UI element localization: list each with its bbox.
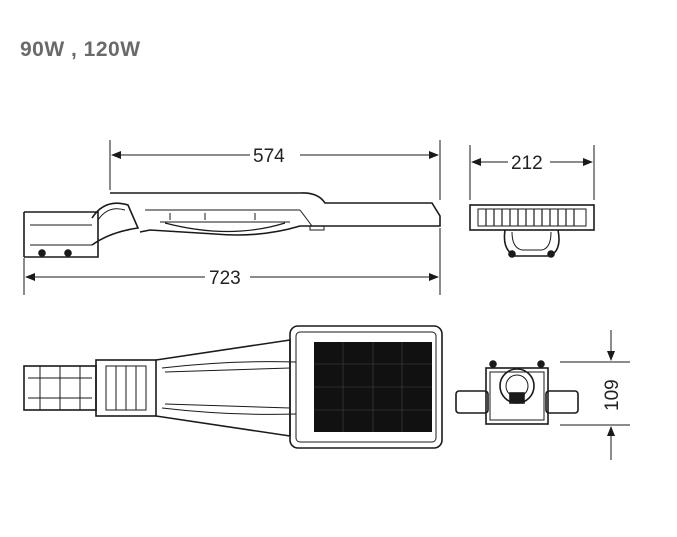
- dimension-label-109: 109: [602, 379, 623, 411]
- side-view: [23, 192, 441, 258]
- dimension-574: [109, 140, 441, 200]
- page-title: 90W , 120W: [20, 38, 141, 61]
- dimension-109: [560, 330, 630, 460]
- dimension-label-574: 574: [253, 146, 285, 167]
- end-view: [455, 360, 579, 425]
- dimension-label-723: 723: [209, 268, 241, 289]
- dimension-723: [23, 228, 441, 295]
- front-view: [469, 204, 595, 258]
- led-panel-grid: [314, 342, 432, 432]
- top-view: [23, 325, 443, 449]
- dimension-label-212: 212: [511, 153, 543, 174]
- dimension-212: [469, 145, 595, 200]
